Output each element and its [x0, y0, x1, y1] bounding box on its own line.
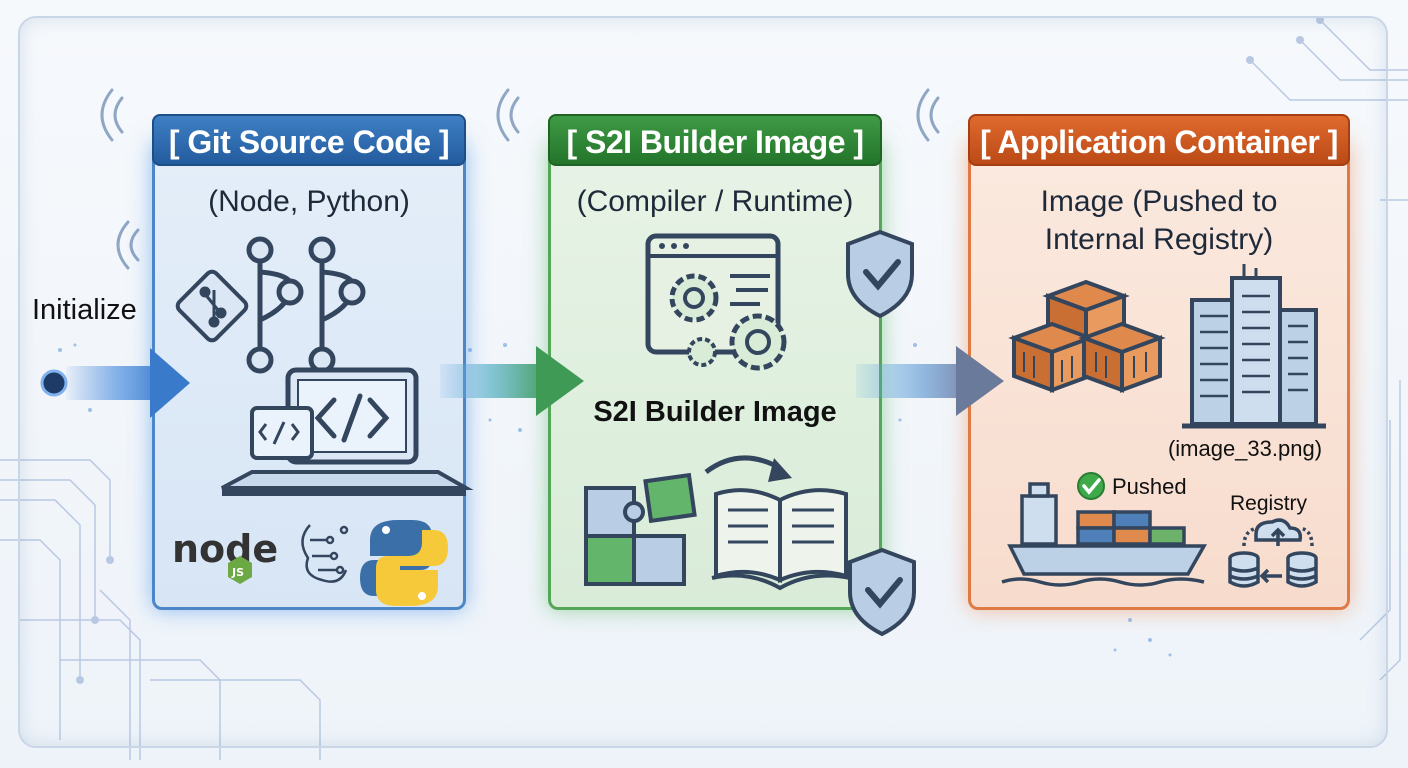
pushed-label: Pushed	[1112, 474, 1187, 499]
laptop-code-icon	[221, 367, 474, 496]
s2i-to-app-arrow	[856, 346, 1004, 416]
building-icon	[1182, 264, 1326, 429]
ai-chip-icon	[301, 524, 349, 583]
registry-label: Registry	[1230, 492, 1308, 515]
svg-text:JS: JS	[231, 566, 244, 579]
app-subtitle-line2: Internal Registry)	[1044, 223, 1274, 256]
pushed-check-icon	[1077, 472, 1105, 500]
python-logo	[360, 520, 448, 606]
puzzle-pieces-icon	[584, 472, 697, 586]
initialize-arrow	[40, 348, 190, 418]
git-source-title: [ Git Source Code ]	[152, 114, 466, 166]
git-diamond-icon	[175, 269, 249, 343]
application-container-title: [ Application Container ]	[968, 114, 1350, 166]
container-cubes-icon	[1008, 279, 1166, 393]
shield-check-icon-top	[846, 229, 914, 319]
git-to-s2i-arrow	[440, 346, 584, 416]
image-caption: (image_33.png)	[1167, 436, 1323, 461]
initialize-label: Initialize	[32, 294, 137, 326]
cargo-ship-icon	[1001, 482, 1208, 587]
git-logo-lines-icon	[199, 286, 227, 328]
node-js-logo: node JS	[172, 527, 278, 584]
s2i-builder-title: [ S2I Builder Image ]	[548, 114, 882, 166]
git-subtitle: (Node, Python)	[208, 185, 410, 218]
curved-arrow-icon	[704, 455, 792, 482]
open-book-icon	[711, 488, 851, 591]
registry-database-icon	[1228, 518, 1318, 588]
builder-window-gears-icon	[645, 233, 787, 371]
git-branch-icon	[246, 236, 366, 374]
outer-frame	[18, 16, 1388, 748]
s2i-center-label: S2I Builder Image	[593, 396, 837, 428]
svg-text:node: node	[172, 527, 278, 571]
shield-check-icon-bottom	[848, 547, 916, 637]
app-subtitle-line1: Image (Pushed to	[1040, 185, 1278, 218]
s2i-subtitle: (Compiler / Runtime)	[576, 185, 854, 218]
